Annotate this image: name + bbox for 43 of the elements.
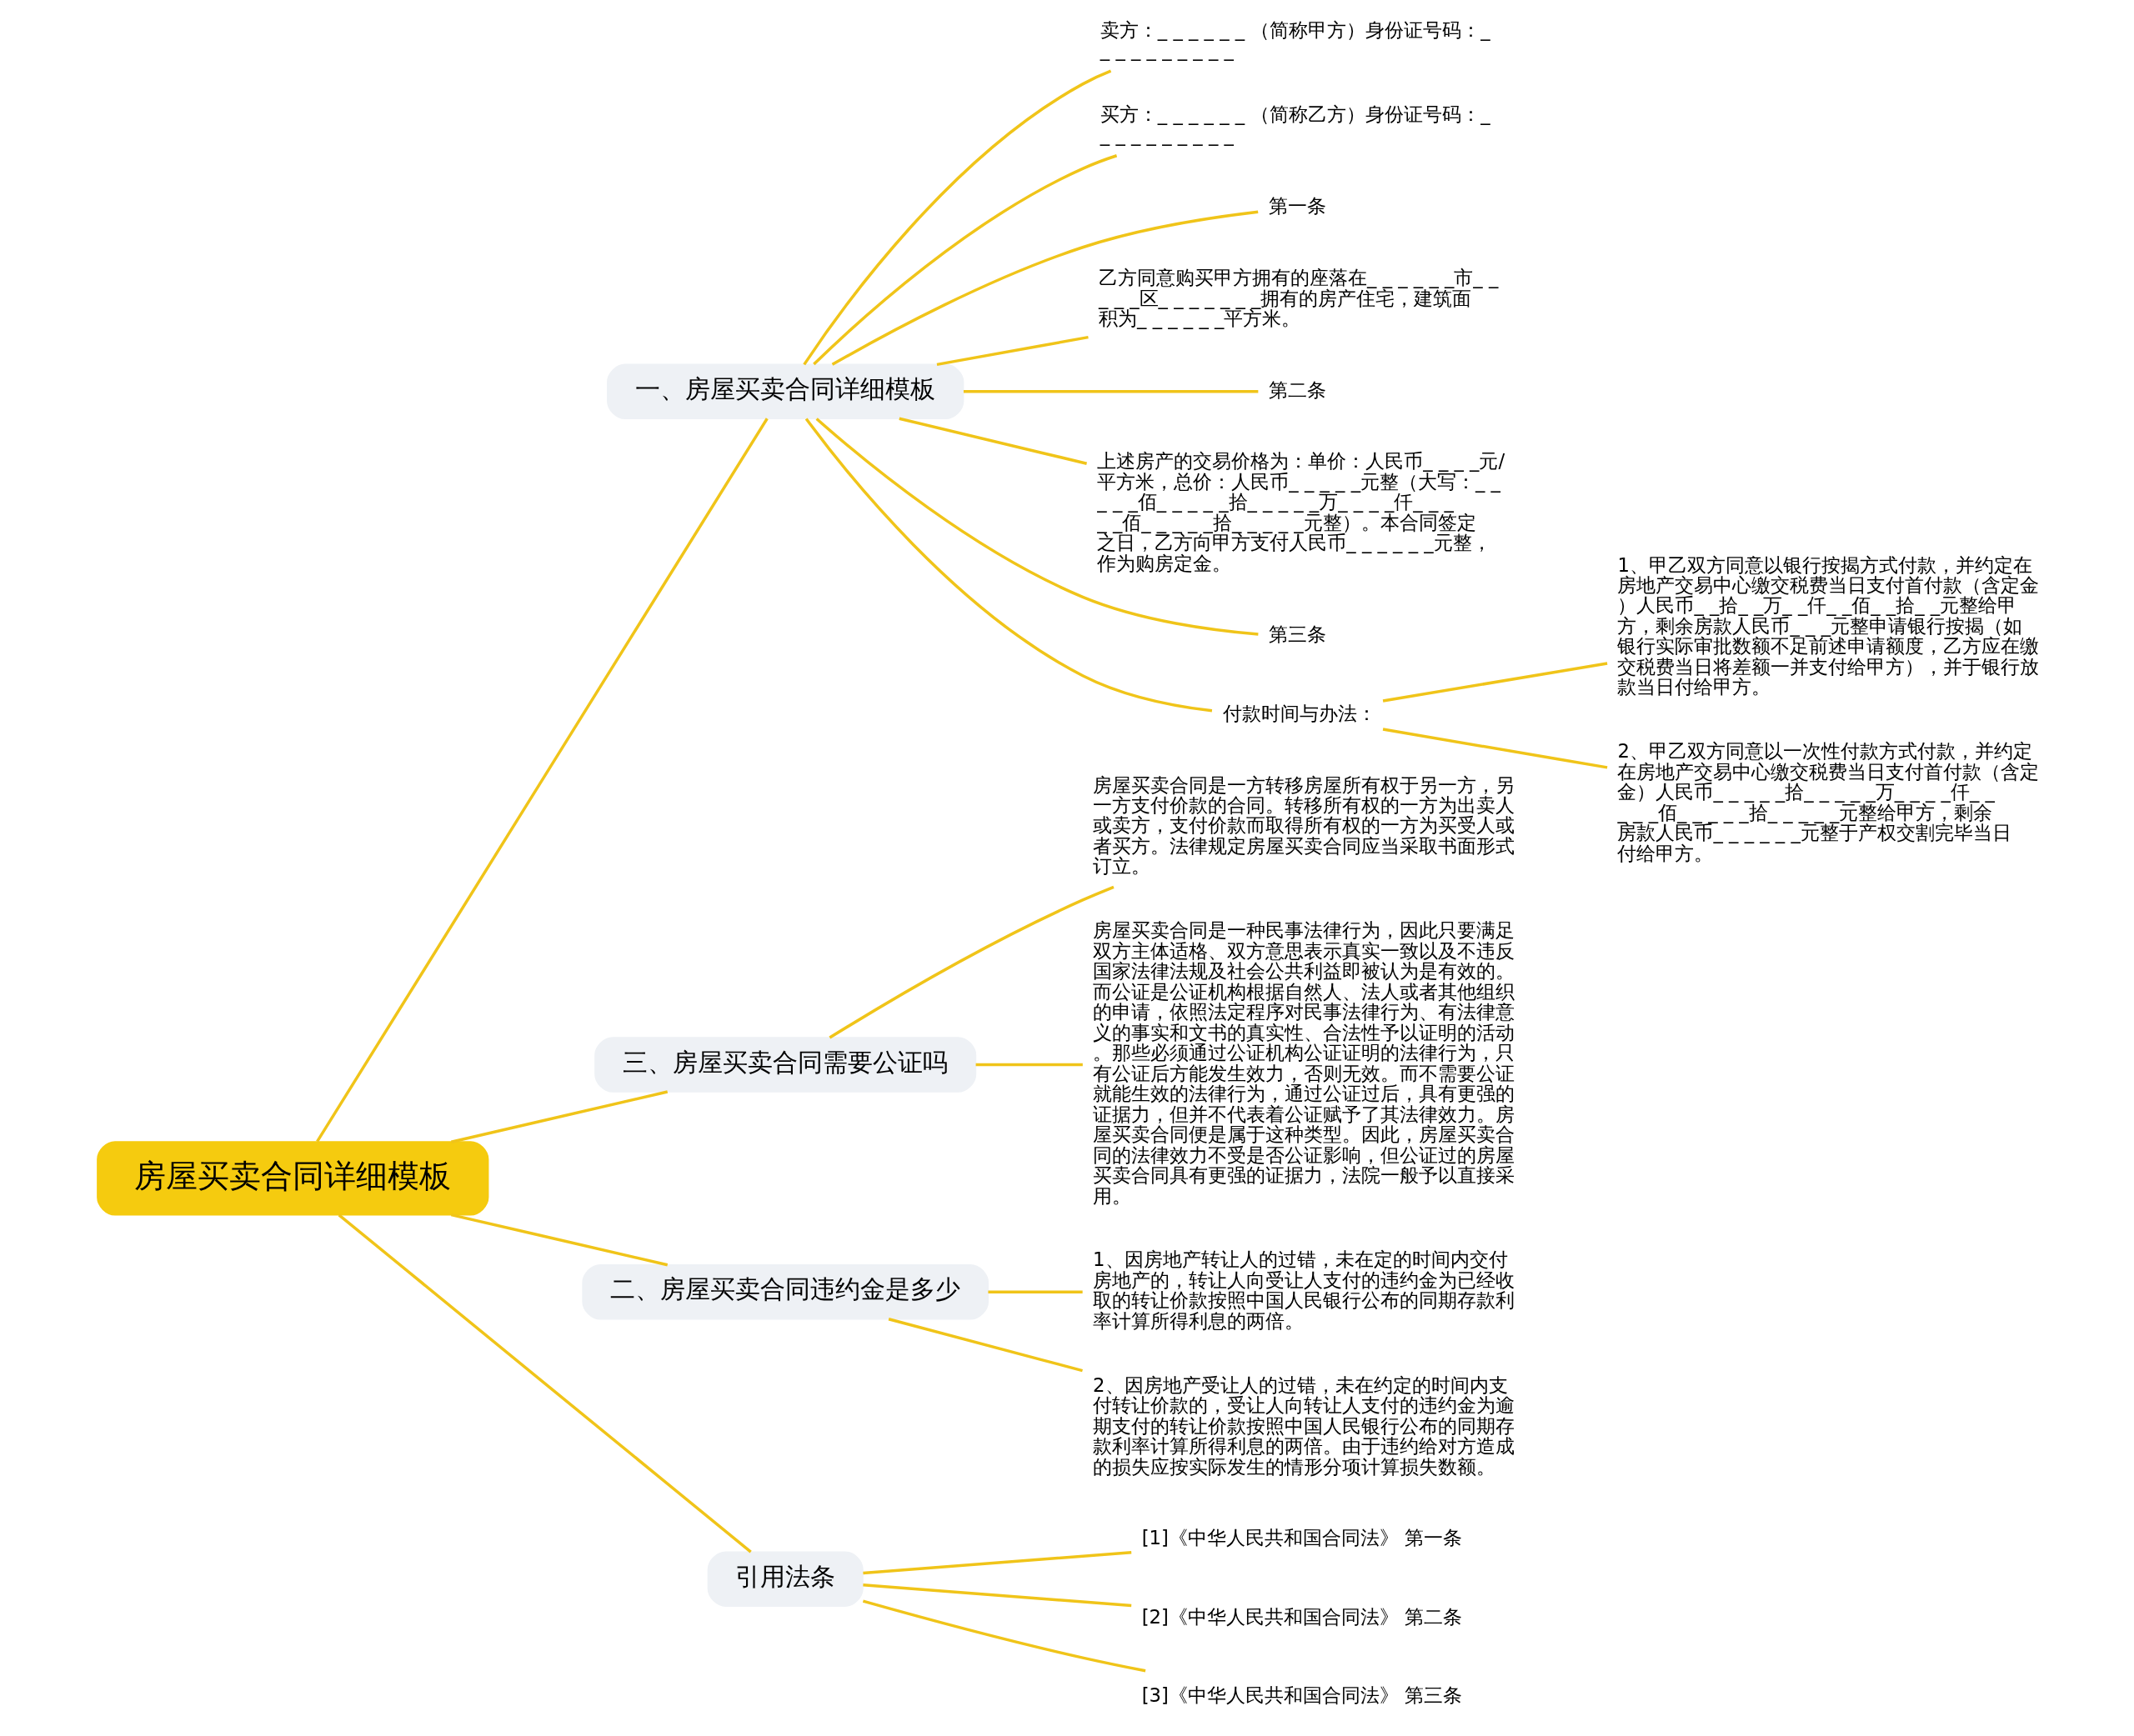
node-text: [3]《中华人民共和国合同法》 第三条 — [1141, 1684, 1462, 1707]
connector — [802, 69, 1111, 366]
node-text: [1]《中华人民共和国合同法》 第一条 — [1141, 1527, 1462, 1549]
connector — [898, 417, 1087, 465]
node-box: 三、房屋买卖合同需要公证吗 — [594, 1037, 976, 1093]
connector — [888, 1318, 1083, 1373]
connector — [1382, 728, 1607, 769]
node-text: 2、甲乙双方同意以一次性付款方式付款，并约定在房地产交易中心缴交税费当日支付首付款（含定金）人民币_ _ _ _ _拾_ _ _ _ _万_ _ _ _仟_ _ _ _ _佰_ _ _ _ _拾_ _ _ _ _元整给甲方，剩余房款人民币_ _ _ _ _ _元整于产权交割完毕当日付给甲方。 — [1616, 740, 2039, 864]
node-text: [2]《中华人民共和国合同法》 第二条 — [1141, 1605, 1462, 1628]
node-text: 第一条 — [1268, 195, 1326, 218]
connector — [804, 418, 1212, 713]
connector — [862, 1599, 1145, 1673]
node-text: 卖方：_ _ _ _ _ _ （简称甲方）身份证号码：_ _ _ _ _ _ _ _ _ _ — [1100, 18, 1490, 62]
connector — [936, 335, 1089, 367]
connector — [987, 1290, 1083, 1293]
node-box: 二、房屋买卖合同违约金是多少 — [581, 1264, 989, 1320]
node-text: 付款时间与办法： — [1222, 702, 1376, 724]
node-text: 上述房产的交易价格为：单价：人民币_ _ _ _元/平方米，总价：人民币_ _ _ _ _元整（大写：_ _ _ _ _佰_ _ _ _ _拾_ _ _ _ _万_ _ _ _仟_ _ _ _ _佰_ _ _ _ _拾_ _ _ _ _元整）。本合同签定之日，乙方向甲方支付人民币_ _ _ _ _ _元整，作为购房定金。 — [1096, 450, 1505, 574]
connector — [1382, 662, 1607, 703]
node-text: 房屋买卖合同是一种民事法律行为，因此只要满足双方主体适格、双方意思表示真实一致以及不违反国家法律法规及社会公共利益即被认为是有效的。而公证是公证机构根据自然人、法人或者其他组织的申请，依照法定程序对民事法律行为、有法律意义的事实和文书的真实性、合法性予以证明的活动。那些必须通过公证机构公证证明的法律行为，只有公证后方能发生效力，否则无效。而不需要公证就能生效的法律行为，通过公证过后，具有更强的证据力，但并不代表着公证赋予了其法律效力。房屋买卖合同便是属于这种类型。因此，房屋买卖合同的法律效力不受是否公证影响，但公证过的房屋买卖合同具有更强的证据力，法院一般予以直接采用。 — [1092, 919, 1515, 1207]
node-box: 引用法条 — [707, 1551, 864, 1607]
connector — [338, 1213, 752, 1553]
connector — [831, 210, 1258, 366]
connector — [828, 885, 1115, 1039]
connector — [975, 1063, 1083, 1067]
node-text: 1、因房地产转让人的过错，未在定的时间内交付房地产的，转让人向受让人支付的违约金为已经收取的转让价款按照中国人民银行公布的同期存款利率计算所得利息的两倍。 — [1092, 1248, 1515, 1332]
connector — [815, 418, 1259, 636]
connector — [963, 390, 1258, 393]
node-box: 一、房屋买卖合同详细模板 — [606, 363, 964, 419]
connector — [812, 154, 1117, 366]
node-text: 买方：_ _ _ _ _ _ （简称乙方）身份证号码：_ _ _ _ _ _ _ _ _ _ — [1100, 103, 1490, 146]
node-text: 乙方同意购买甲方拥有的座落在_ _ _ _ _ _市_ _ _ _ _区_ _ _ _ _ _ _拥有的房产住宅，建筑面积为_ _ _ _ _ _平方米。 — [1098, 267, 1498, 330]
node-text: 第三条 — [1268, 623, 1326, 646]
node-box: 房屋买卖合同详细模板 — [96, 1141, 488, 1216]
node-text: 2、因房地产受让人的过错，未在约定的时间内支付转让价款的，受让人向转让人支付的违约金为逾期支付的转让价款按照中国人民银行公布的同期存款利率计算所得利息的两倍。由于违约给对方造成的损失应按实际发生的情形分项计算损失数额。 — [1092, 1373, 1515, 1478]
node-text: 房屋买卖合同是一方转移房屋所有权于另一方，另一方支付价款的合同。转移所有权的一方为出卖人或卖方，支付价款而取得所有权的一方为买受人或者买方。法律规定房屋买卖合同应当采取书面形式订立。 — [1092, 773, 1515, 878]
connector — [315, 418, 769, 1143]
node-text: 1、甲乙双方同意以银行按揭方式付款，并约定在房地产交易中心缴交税费当日支付首付款（含定金）人民币_ _拾_ _万_ _仟_ _佰_ _拾_ _元整给甲方，剩余房款人民币_ _ _元整申请银行按揭（如银行实际审批数额不足前述申请额度，乙方应在缴交税费当日将差额一并支付给甲方），并于银行放款当日付给甲方。 — [1616, 553, 2039, 698]
connector — [862, 1583, 1131, 1608]
connector — [862, 1551, 1131, 1575]
connector — [450, 1213, 668, 1267]
connector — [450, 1090, 668, 1143]
node-text: 第二条 — [1268, 378, 1326, 401]
